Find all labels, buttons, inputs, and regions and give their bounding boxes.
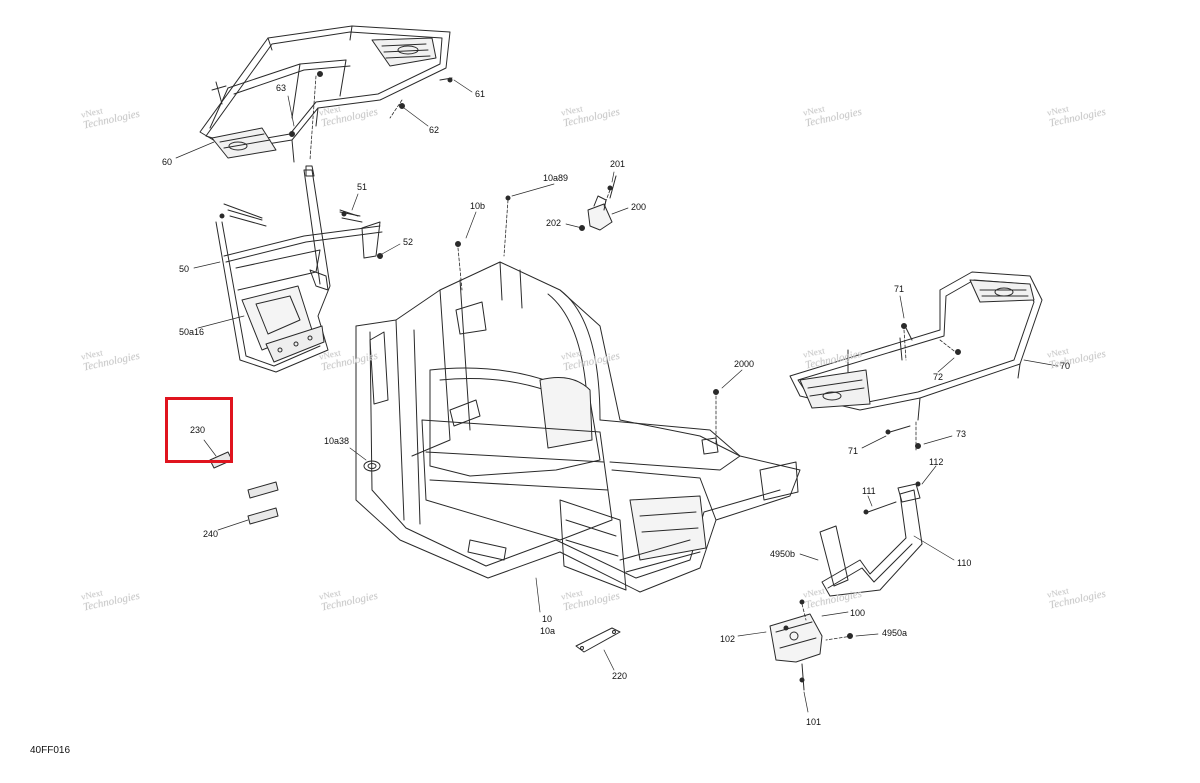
callout-50[interactable]: 50 [179,264,190,274]
callout-112[interactable]: 112 [929,457,944,467]
bracket-100 [769,613,823,663]
callout-100[interactable]: 100 [850,608,866,618]
callout-70[interactable]: 70 [1060,361,1071,371]
leader-lines [175,79,1059,713]
callout-51[interactable]: 51 [357,182,368,192]
fasteners [219,71,961,683]
skid-220 [575,627,621,653]
callout-63[interactable]: 63 [276,83,287,93]
callout-52[interactable]: 52 [403,237,414,247]
callout-71-bottom[interactable]: 71 [848,446,859,456]
callout-10a38[interactable]: 10a38 [324,436,350,446]
callout-4950b[interactable]: 4950b [770,549,796,559]
guide-lines [309,75,959,641]
callout-200[interactable]: 200 [631,202,647,212]
callout-10a[interactable]: 10a [540,626,556,636]
callout-110[interactable]: 110 [957,558,972,568]
callout-50a16[interactable]: 50a16 [179,327,205,337]
callout-71-top[interactable]: 71 [894,284,905,294]
callout-61[interactable]: 61 [475,89,486,99]
callout-62[interactable]: 62 [429,125,440,135]
front-rack [789,271,1043,421]
main-frame [355,261,801,593]
callout-101[interactable]: 101 [806,717,822,727]
grommet-10a38 [363,460,381,472]
callout-73[interactable]: 73 [956,429,967,439]
callout-10[interactable]: 10 [542,614,553,624]
callout-230[interactable]: 230 [190,425,206,435]
pad-240 [247,481,279,525]
callout-102[interactable]: 102 [720,634,736,644]
callout-4950a[interactable]: 4950a [882,628,908,638]
selected-part-highlight [165,397,233,463]
callout-202[interactable]: 202 [546,218,562,228]
left-support-frame [215,165,383,373]
diagram-code: 40FF016 [30,745,71,756]
callout-220[interactable]: 220 [612,671,628,681]
callout-72[interactable]: 72 [933,372,944,382]
callout-201[interactable]: 201 [610,159,626,169]
callout-10b[interactable]: 10b [470,201,486,211]
front-support-bracket [819,483,923,597]
rear-rack [199,25,451,163]
bracket-200 [587,195,613,231]
callout-60[interactable]: 60 [162,157,173,167]
callout-111[interactable]: 111 [862,486,876,496]
bolts [223,77,913,691]
callout-240[interactable]: 240 [203,529,219,539]
callout-10a89[interactable]: 10a89 [543,173,569,183]
callout-2000[interactable]: 2000 [734,359,755,369]
